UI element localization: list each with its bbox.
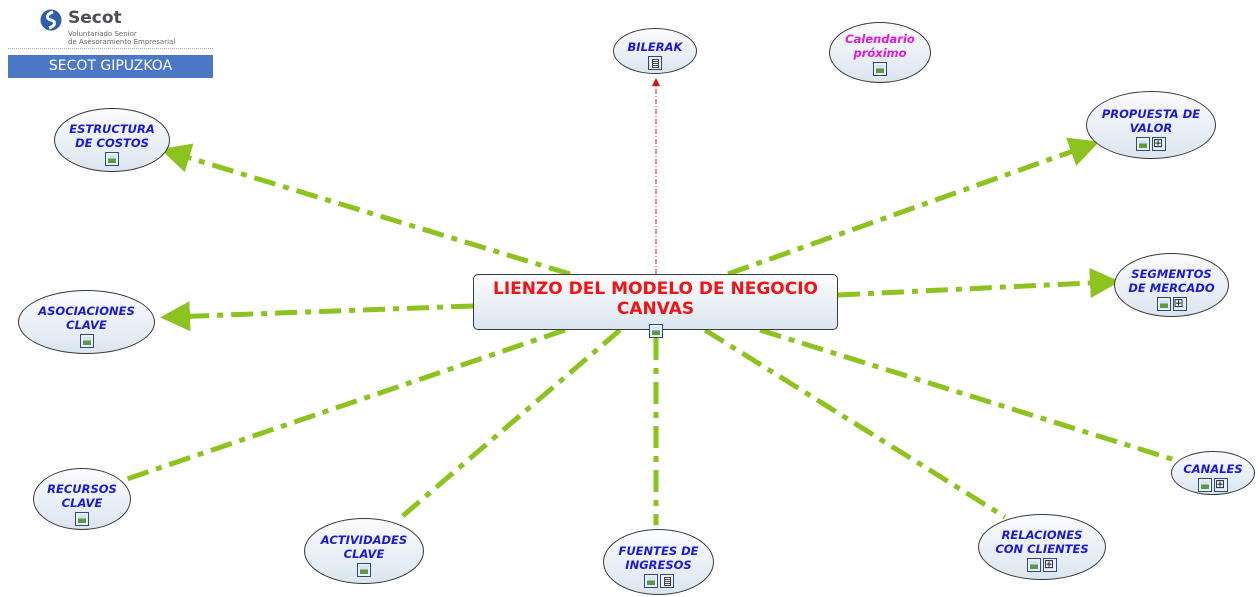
- concept-map-icon[interactable]: [1172, 296, 1187, 311]
- node-label: RECURSOS CLAVE: [47, 482, 117, 510]
- image-icon[interactable]: [105, 152, 119, 166]
- node-asociaciones-clave[interactable]: ASOCIACIONES CLAVE: [18, 290, 155, 354]
- node-segmentos-de-mercado[interactable]: SEGMENTOS DE MERCADO: [1114, 253, 1229, 317]
- edge-relaciones: [703, 327, 1007, 520]
- node-bilerak[interactable]: BILERAK: [613, 28, 697, 74]
- central-node-label: LIENZO DEL MODELO DE NEGOCIO CANVAS: [492, 279, 818, 319]
- node-recursos-clave[interactable]: RECURSOS CLAVE: [33, 468, 131, 530]
- secot-logo-icon: [40, 9, 62, 31]
- node-label: RELACIONES CON CLIENTES: [995, 528, 1089, 556]
- image-icon[interactable]: [79, 334, 94, 348]
- image-icon[interactable]: [75, 512, 89, 526]
- node-label: FUENTES DE INGRESOS: [618, 544, 699, 572]
- edge-actividades: [396, 328, 622, 522]
- central-node[interactable]: LIENZO DEL MODELO DE NEGOCIO CANVAS: [473, 274, 838, 338]
- node-label: ASOCIACIONES CLAVE: [38, 304, 135, 332]
- node-actividades-clave[interactable]: ACTIVIDADES CLAVE: [304, 518, 424, 584]
- concept-map-icon[interactable]: [1152, 136, 1166, 151]
- image-icon[interactable]: [1156, 297, 1171, 311]
- logo-divider: [8, 48, 213, 49]
- node-calendario[interactable]: Calendario próximo: [829, 22, 931, 83]
- node-label: BILERAK: [627, 40, 683, 54]
- edge-asociaciones: [160, 301, 474, 332]
- edge-estructura: [160, 143, 571, 277]
- image-icon[interactable]: [1198, 478, 1212, 492]
- image-icon[interactable]: [648, 324, 663, 338]
- concept-map-icon[interactable]: [1043, 557, 1057, 572]
- node-canales[interactable]: CANALES: [1171, 451, 1255, 495]
- logo-subtitle-1: Voluntariado Senior: [68, 30, 137, 38]
- node-relaciones-con-clientes[interactable]: RELACIONES CON CLIENTES: [978, 514, 1106, 580]
- image-icon[interactable]: [873, 62, 887, 76]
- logo-subtitle-2: de Asesoramiento Empresarial: [68, 38, 176, 46]
- logo-banner: SECOT GIPUZKOA: [8, 55, 213, 78]
- node-label: Calendario próximo: [845, 32, 915, 60]
- node-label: PROPUESTA DE VALOR: [1101, 107, 1201, 135]
- image-icon[interactable]: [643, 574, 658, 588]
- image-icon[interactable]: [1027, 558, 1041, 572]
- edge-segmentos: [837, 267, 1120, 298]
- edge-canales: [759, 327, 1176, 463]
- image-icon[interactable]: [357, 563, 371, 577]
- node-label: ESTRUCTURA DE COSTOS: [69, 122, 155, 150]
- node-label: SEGMENTOS DE MERCADO: [1128, 267, 1215, 295]
- document-icon[interactable]: [659, 574, 674, 588]
- edge-recursos: [126, 327, 566, 482]
- concept-map-icon[interactable]: [1214, 477, 1228, 492]
- logo-name: Secot: [68, 8, 122, 28]
- image-icon[interactable]: [1136, 137, 1150, 151]
- node-label: ACTIVIDADES CLAVE: [320, 533, 408, 561]
- secot-logo: Secot Voluntariado Senior de Asesoramien…: [8, 6, 213, 78]
- node-propuesta-de-valor[interactable]: PROPUESTA DE VALOR: [1086, 91, 1216, 159]
- node-estructura-de-costos[interactable]: ESTRUCTURA DE COSTOS: [54, 108, 170, 172]
- edge-propuesta: [727, 137, 1100, 277]
- node-fuentes-de-ingresos[interactable]: FUENTES DE INGRESOS: [603, 529, 714, 595]
- node-label: CANALES: [1183, 462, 1243, 476]
- document-icon[interactable]: [648, 56, 662, 70]
